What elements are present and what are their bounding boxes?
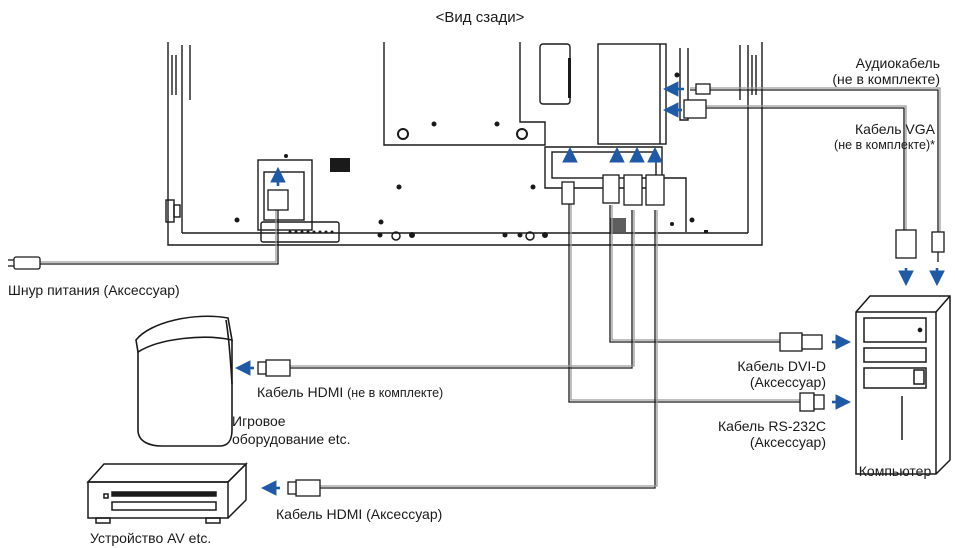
rs232-cable-note: (Аксессуар) (749, 434, 826, 450)
hdmi-not-included-note: (не в комплекте) (347, 386, 444, 400)
audio-cable-label: Аудиокабель (не в комплекте) (770, 55, 940, 87)
monitor-rear (165, 42, 763, 246)
dvi-cable-name: Кабель DVI-D (737, 358, 826, 374)
monitor-screws (234, 58, 708, 241)
hdmi-not-included-label: Кабель HDMI (не в комплекте) (257, 384, 443, 401)
vga-cable-label: Кабель VGA (не в комплекте)* (740, 121, 935, 153)
game-device-label: Игровое оборудование etc. (232, 412, 351, 448)
dvi-cable-note: (Аксессуар) (749, 374, 826, 390)
computer-illustration (855, 295, 951, 475)
hdmi-not-included-name: Кабель HDMI (257, 384, 344, 400)
vga-cable-note: (не в комплекте)* (834, 138, 935, 152)
direction-arrows (234, 81, 945, 496)
power-cord-label: Шнур питания (Аксессуар) (8, 282, 180, 298)
av-device-illustration (86, 462, 248, 524)
game-device-line-1: Игровое (232, 413, 286, 429)
rs232-cable-name: Кабель RS-232C (717, 418, 826, 434)
game-device-illustration (135, 315, 234, 447)
dvi-cable-label: Кабель DVI-D (Аксессуар) (670, 358, 826, 390)
game-device-line-2: оборудование etc. (232, 431, 351, 447)
rs232-cable-label: Кабель RS-232C (Аксессуар) (660, 418, 826, 450)
vga-cable-name: Кабель VGA (854, 121, 935, 137)
av-device-label: Устройство AV etc. (90, 530, 212, 546)
audio-cable-name: Аудиокабель (855, 55, 940, 71)
hdmi-accessory-label: Кабель HDMI (Аксессуар) (276, 506, 443, 522)
audio-cable-note: (не в комплекте) (832, 71, 940, 87)
computer-label: Компьютер (858, 463, 932, 479)
diagram-title: <Вид сзади> (435, 9, 525, 26)
cables (40, 87, 941, 489)
connector-heads (8, 83, 945, 497)
